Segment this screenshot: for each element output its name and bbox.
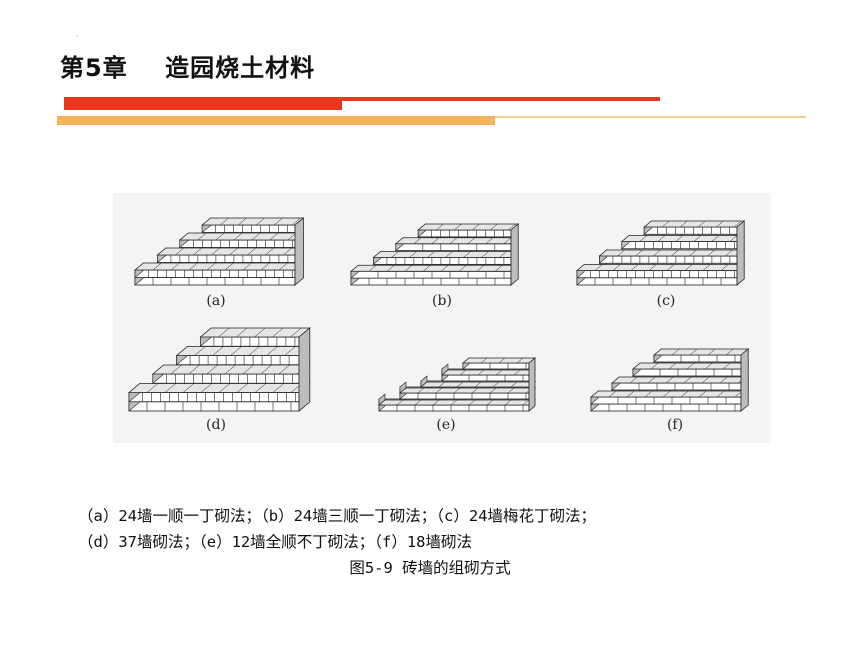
chapter-title: 第5章 造园烧土材料 <box>60 54 316 82</box>
red-divider-bar <box>64 100 342 110</box>
brick-wall-e <box>378 357 536 412</box>
brick-wall-c <box>576 220 746 286</box>
panel-label-d: (d) <box>206 417 226 433</box>
caption-line-1: （a）24墙一顺一丁砌法；（b）24墙三顺一丁砌法；（c）24墙梅花丁砌法； <box>78 507 596 525</box>
header-dot: · <box>76 32 79 41</box>
brick-wall-figure: (a) (b) (c) (d) (e) (f) <box>113 193 771 443</box>
panel-label-c: (c) <box>657 293 676 309</box>
gold-divider-bar <box>57 116 495 125</box>
figure-title: 图5-9 砖墙的组砌方式 <box>349 559 511 577</box>
brick-wall-d <box>128 327 311 412</box>
figure-caption: （a）24墙一顺一丁砌法；（b）24墙三顺一丁砌法；（c）24墙梅花丁砌法； （… <box>78 503 798 555</box>
brick-wall-a <box>134 217 305 286</box>
panel-label-f: (f) <box>667 417 683 433</box>
brick-wall-b <box>350 223 520 286</box>
panel-label-b: (b) <box>432 293 452 309</box>
panel-label-e: (e) <box>436 417 455 433</box>
caption-line-2: （d）37墙砌法；（e）12墙全顺不丁砌法；（f）18墙砌法 <box>78 533 472 551</box>
gold-divider-line <box>495 116 806 118</box>
brick-wall-illustrations: (a) (b) (c) (d) (e) (f) <box>128 217 750 433</box>
red-divider-line <box>64 97 660 101</box>
brick-wall-f <box>590 348 750 412</box>
panel-label-a: (a) <box>206 293 225 309</box>
